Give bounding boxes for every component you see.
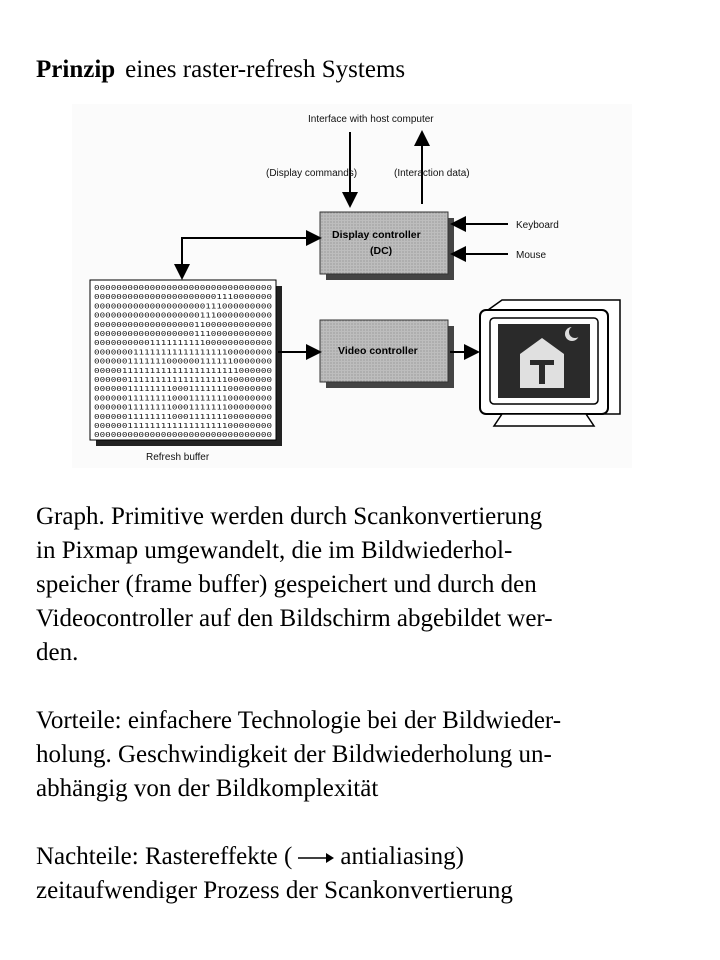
bit-row: 00000011111111000111111100000000: [94, 394, 272, 402]
video-controller-box: [319, 319, 449, 383]
bit-row: 00000000000000000000111000000000: [94, 302, 272, 310]
bit-row: 00000011111110000001111110000000: [94, 358, 272, 366]
title-bold: Prinzip: [36, 56, 116, 83]
title-rest: eines raster-refresh Systems: [125, 56, 406, 83]
bit-row: 00000011111111000111111100000000: [94, 404, 272, 412]
bit-row: 00000000001111111111000000000000: [94, 339, 272, 347]
bit-row: 00000000000000000000001110000000: [94, 293, 272, 301]
disadvantages-text-end: antialiasing): [340, 843, 464, 870]
bit-row: 00000000000000000001110000000000: [94, 312, 272, 320]
refresh-buffer-bits: 0000000000000000000000000000000000000000…: [94, 284, 272, 439]
display-commands-label: (Display commands): [266, 168, 357, 179]
bit-row: 00000111111111111111111111000000: [94, 367, 272, 375]
paragraph-advantages: Vorteile: einfachere Technologie bei der…: [36, 704, 686, 806]
text-line: Vorteile: einfachere Technologie bei der…: [36, 707, 562, 734]
text-line: Graph. Primitive werden durch Scankonver…: [36, 503, 543, 530]
page-title: Prinzip eines raster-refresh Systems: [36, 56, 405, 84]
dc-to-buffer-link: [181, 230, 322, 276]
interface-label: Interface with host computer: [308, 114, 434, 125]
display-controller-box: [319, 211, 449, 275]
bit-row: 00000000000000000000000000000000: [94, 284, 272, 292]
text-line: holung. Geschwindigkeit der Bildwiederho…: [36, 741, 552, 768]
video-controller-label: Video controller: [338, 345, 418, 357]
disadvantages-text-start: Nachteile: Rastereffekte (: [36, 843, 293, 870]
text-line: speicher (frame buffer) gespeichert und …: [36, 571, 537, 598]
text-line: den.: [36, 639, 79, 666]
display-controller-label: Display controller: [332, 229, 421, 241]
bit-row: 00000011111111111111111100000000: [94, 376, 272, 384]
bit-row: 00000011111111000111111100000000: [94, 385, 272, 393]
text-line: zeitaufwendiger Prozess der Scankonverti…: [36, 877, 513, 904]
mouse-label: Mouse: [516, 250, 546, 261]
bit-row: 00000000000000000011100000000000: [94, 330, 272, 338]
bit-row: 00000011111111111111111100000000: [94, 422, 272, 430]
bit-row: 00000000000000000011000000000000: [94, 321, 272, 329]
bit-row: 00000011111111000111111100000000: [94, 413, 272, 421]
raster-system-diagram: Interface with host computer (Display co…: [72, 104, 632, 468]
refresh-buffer-label: Refresh buffer: [146, 452, 210, 463]
paragraph-disadvantages: Nachteile: Rastereffekte (antialiasing) …: [36, 840, 686, 908]
interaction-data-label: (Interaction data): [394, 168, 470, 179]
paragraph-raster-principle: Graph. Primitive werden durch Scankonver…: [36, 500, 686, 670]
monitor-icon: [479, 299, 621, 427]
text-line: abhängig von der Bildkomplexität: [36, 775, 379, 802]
text-line: Videocontroller auf den Bildschirm abgeb…: [36, 605, 553, 632]
text-line: Nachteile: Rastereffekte ( antialiasing): [36, 840, 686, 874]
bit-row: 00000000000000000000000000000000: [94, 431, 272, 439]
right-arrow-icon: [298, 853, 335, 864]
text-line: in Pixmap umgewandelt, die im Bildwieder…: [36, 537, 513, 564]
dc-label: (DC): [370, 245, 392, 257]
refresh-buffer: [89, 279, 277, 441]
bit-row: 00000001111111111111111100000000: [94, 348, 272, 356]
diagram-svg: Interface with host computer (Display co…: [89, 114, 621, 463]
keyboard-label: Keyboard: [516, 220, 559, 231]
